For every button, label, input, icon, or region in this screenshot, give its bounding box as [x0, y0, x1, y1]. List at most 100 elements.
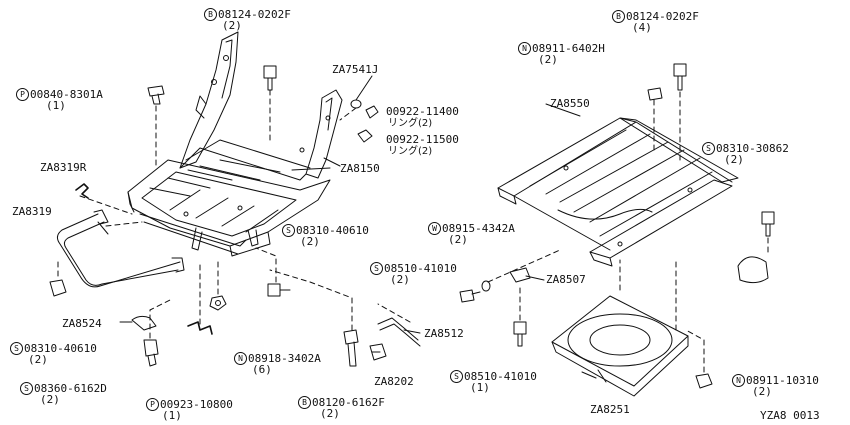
part-number: 00840-8301A [30, 88, 103, 101]
label-za8202: ZA8202 [374, 375, 414, 388]
qty-00840-8301a: (1) [46, 99, 66, 112]
nut-08911-10310 [695, 373, 713, 389]
nut-08918-3402a [209, 295, 227, 311]
label-00922-11400: 00922-11400 [386, 105, 459, 118]
bracket-za8202 [369, 343, 387, 361]
part-number: 08510-41010 [384, 262, 457, 275]
qty-08310-40610-left: (2) [28, 353, 48, 366]
prefix-badge: S [702, 142, 715, 155]
part-number: 08120-6162F [312, 396, 385, 409]
clip-00923-10800 [187, 321, 213, 335]
part-number: 08124-0202F [626, 10, 699, 23]
ring-za7541j [350, 99, 362, 109]
bolt-08120-6162f [343, 329, 359, 367]
label-za8550: ZA8550 [550, 97, 590, 110]
part-number: 08911-6402H [532, 42, 605, 55]
seat-frame-za8150 [127, 31, 343, 257]
label-00922-11500: 00922-11500 [386, 133, 459, 146]
qty-08310-30862: (2) [724, 153, 744, 166]
diagram-code: YZA8 0013 [760, 409, 820, 422]
qty-08360-6162d: (2) [40, 393, 60, 406]
ring-00922-11500 [357, 129, 373, 143]
label-za8512: ZA8512 [424, 327, 464, 340]
note-00922-11400: リング(2) [388, 118, 433, 129]
cover-right [737, 256, 769, 284]
bolt-00840-8301a [147, 85, 165, 105]
label-za8319r: ZA8319R [40, 161, 87, 174]
part-number: 08918-3402A [248, 352, 321, 365]
prefix-badge: S [282, 224, 295, 237]
bolt-08124-0202f-right [673, 63, 687, 91]
bracket-za8524 [131, 315, 157, 331]
part-number: 08310-40610 [24, 342, 97, 355]
nut-08911-6402h [647, 87, 663, 101]
qty-08911-6402h: (2) [538, 53, 558, 66]
qty-08510-41010-top: (2) [390, 273, 410, 286]
bolt-08360-6162d [143, 339, 159, 367]
clip-za8319r [75, 183, 89, 199]
note-00922-11500: リング(2) [388, 146, 433, 157]
qty-08310-40610-mid: (2) [300, 235, 320, 248]
part-number: 08360-6162D [34, 382, 107, 395]
prefix-badge: S [450, 370, 463, 383]
qty-00923-10800: (1) [162, 409, 182, 422]
part-number: 08911-10310 [746, 374, 819, 387]
qty-08915-4342a: (2) [448, 233, 468, 246]
qty-08510-41010-bottom: (1) [470, 381, 490, 394]
bolt-08310-40610-left [49, 279, 67, 297]
ring-00922-11400 [365, 105, 379, 119]
label-za8251: ZA8251 [590, 403, 630, 416]
qty-08124-0202f-left: (2) [222, 19, 242, 32]
part-number: 08310-30862 [716, 142, 789, 155]
rod-za8512 [377, 317, 421, 347]
label-pointers [97, 75, 581, 353]
prefix-badge: N [732, 374, 745, 387]
bracket-za8507 [509, 267, 531, 283]
prefix-badge: S [370, 262, 383, 275]
part-number: 08310-40610 [296, 224, 369, 237]
leader-lines [57, 89, 769, 373]
prefix-badge: B [612, 10, 625, 23]
prefix-badge: W [428, 222, 441, 235]
swivel-base-za8251 [551, 295, 689, 397]
qty-08918-3402a: (6) [252, 363, 272, 376]
bolt-08310-40610-mid [267, 283, 291, 297]
bolt-08510-41010-top [459, 289, 481, 303]
label-za8150: ZA8150 [340, 162, 380, 175]
washer-08915-4342a [481, 280, 491, 292]
label-za8524: ZA8524 [62, 317, 102, 330]
part-number: 00923-10800 [160, 398, 233, 411]
qty-08911-10310: (2) [752, 385, 772, 398]
bolt-08510-41010-bottom [513, 321, 527, 347]
prefix-badge: N [234, 352, 247, 365]
prefix-badge: P [146, 398, 159, 411]
part-number: 08915-4342A [442, 222, 515, 235]
prefix-badge: N [518, 42, 531, 55]
prefix-badge: S [20, 382, 33, 395]
prefix-badge: B [204, 8, 217, 21]
seat-rails-za8550 [497, 117, 739, 267]
label-za8319: ZA8319 [12, 205, 52, 218]
part-number: 08510-41010 [464, 370, 537, 383]
bolt-08310-30862 [761, 211, 775, 237]
bolt-08124-0202f-left [263, 65, 277, 91]
label-za8507: ZA8507 [546, 273, 586, 286]
prefix-badge: S [10, 342, 23, 355]
part-number: 08124-0202F [218, 8, 291, 21]
